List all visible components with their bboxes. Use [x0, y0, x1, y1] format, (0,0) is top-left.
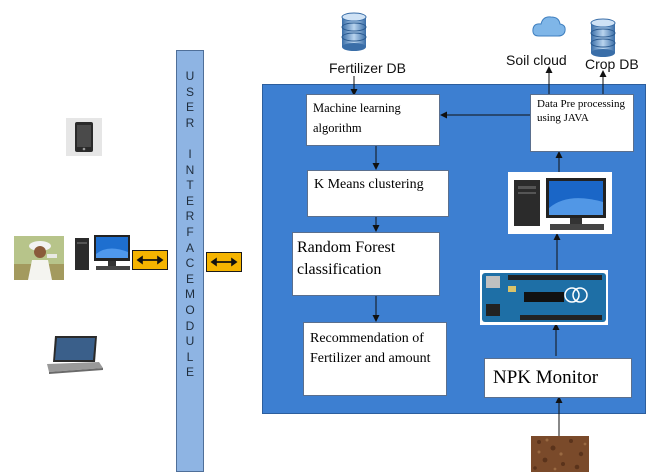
ui-module-letter: O	[185, 302, 195, 317]
fertilizer-db-label: Fertilizer DB	[329, 60, 407, 76]
fertilizer-database-icon	[341, 12, 367, 51]
left-double-arrow-icon	[132, 250, 168, 270]
ui-module-letter: L	[186, 349, 194, 364]
kmeans-label: K Means clustering	[314, 177, 424, 192]
ui-module-letter: E	[185, 365, 194, 380]
crop-db-label: Crop DB	[585, 56, 639, 72]
crop-database-icon	[590, 18, 616, 57]
kmeans-box: K Means clustering	[307, 170, 449, 217]
cloud-icon	[532, 16, 566, 37]
data-preprocessing-box: Data Pre processing using JAVA	[530, 94, 634, 152]
processing-computer-card	[508, 172, 612, 234]
random-forest-label: Random Forest classification	[297, 239, 396, 278]
ui-module-letter: E	[185, 193, 194, 208]
ui-module-letter: I	[188, 146, 192, 161]
data-preprocessing-label: Data Pre processing using JAVA	[537, 98, 625, 124]
recommendation-label: Recommendation of Fertilizer and amount	[310, 331, 431, 366]
ui-module-letter: A	[185, 240, 194, 255]
farmer-icon	[14, 236, 64, 280]
ui-module-letter: R	[185, 115, 195, 130]
npk-monitor-box: NPK Monitor	[484, 358, 632, 398]
recommendation-box: Recommendation of Fertilizer and amount	[303, 322, 447, 396]
right-double-arrow-icon	[206, 252, 242, 272]
ui-module-letter: T	[186, 178, 194, 193]
machine-learning-box: Machine learning algorithm	[306, 94, 440, 146]
ui-module-letter: U	[185, 69, 195, 83]
soil-sample-icon	[531, 436, 589, 472]
smartphone-icon	[66, 118, 102, 156]
ui-module-letter: D	[185, 318, 195, 333]
npk-monitor-label: NPK Monitor	[493, 367, 599, 388]
ui-module-letter: S	[185, 84, 194, 99]
ui-module-letter: N	[185, 162, 195, 177]
ui-module-letter: E	[185, 271, 194, 286]
arduino-board-icon	[482, 273, 606, 322]
arduino-board-card	[480, 270, 608, 325]
ui-module-letter: R	[185, 209, 195, 224]
machine-learning-label: Machine learning algorithm	[313, 101, 401, 135]
ui-module-letter: C	[185, 256, 195, 271]
soil-cloud-label: Soil cloud	[506, 52, 567, 68]
ui-module-letter: M	[185, 287, 195, 302]
random-forest-box: Random Forest classification	[292, 232, 440, 296]
desktop-computer-icon	[514, 178, 606, 230]
laptop-icon	[47, 336, 103, 374]
desktop-computer-icon	[75, 235, 130, 270]
ui-module-letter: F	[186, 224, 194, 239]
ui-module-letter: E	[185, 100, 194, 115]
ui-module-letter: U	[185, 334, 195, 349]
